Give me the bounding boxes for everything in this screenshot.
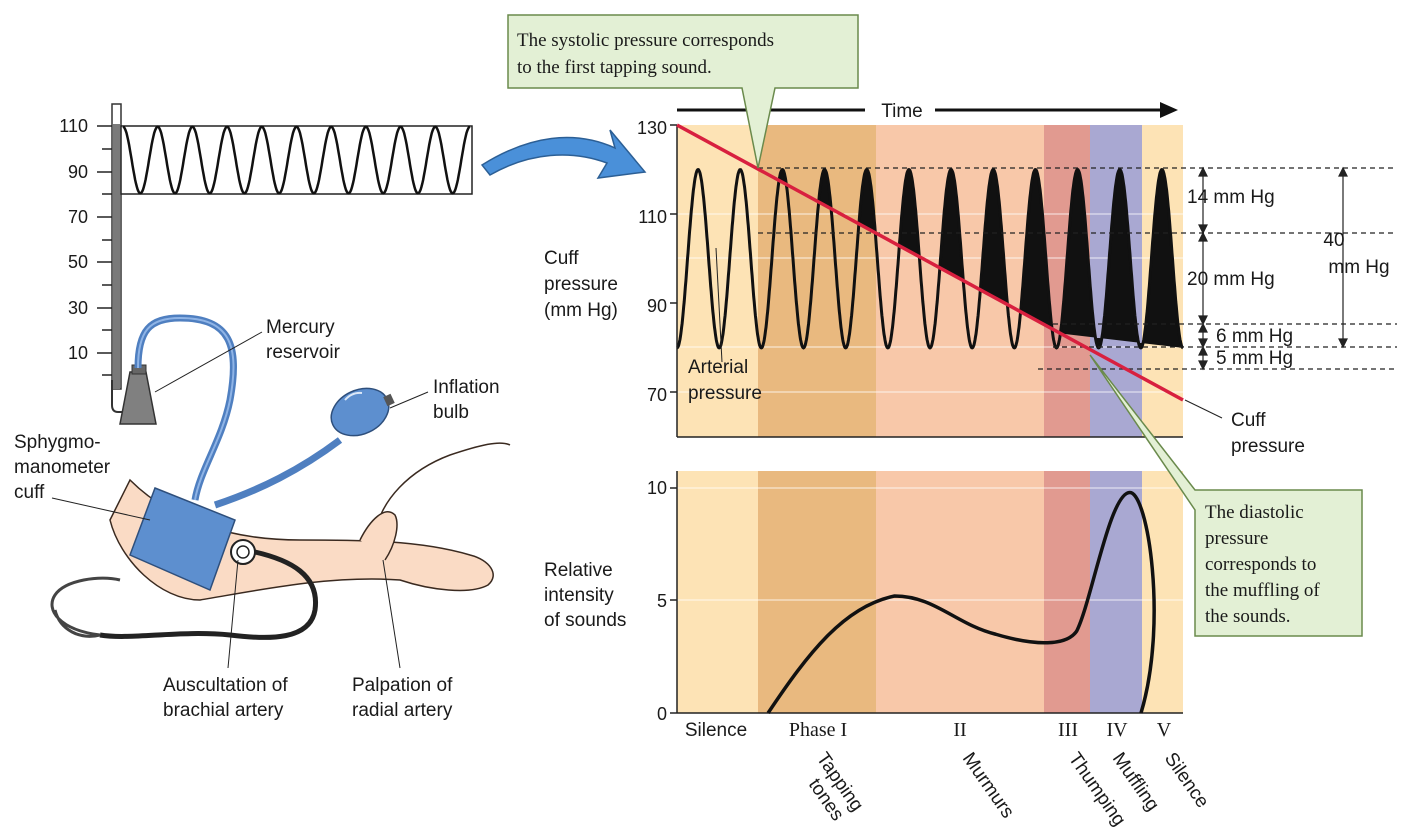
manometer-illustration: 110 90 70 50 30 10	[14, 103, 511, 721]
diastolic-callout-text: pressure	[1205, 528, 1268, 549]
arterial-pressure-wave	[676, 168, 1184, 350]
pressure-ylabel: Cuff	[544, 248, 579, 269]
intensity-ytick: 5	[657, 591, 667, 611]
diastolic-callout-text: the sounds.	[1205, 606, 1291, 627]
reference-lines	[758, 167, 1397, 370]
total-interval-label: mm Hg	[1328, 257, 1389, 278]
pressure-ylabel: (mm Hg)	[544, 300, 618, 321]
intensity-ylabel: of sounds	[544, 610, 626, 631]
label-inflation-bulb: Inflation	[433, 377, 500, 398]
cuff-pressure-label: Cuff	[1231, 410, 1266, 431]
intensity-ytick: 10	[647, 478, 667, 498]
phase-band	[876, 471, 1044, 713]
phase-band	[1044, 471, 1090, 713]
arterial-pressure-label: pressure	[688, 383, 762, 404]
intensity-ytick: 0	[657, 704, 667, 724]
phase-band	[677, 471, 758, 713]
manometer-tick: 30	[68, 298, 88, 318]
sound-label: Murmurs	[958, 749, 1018, 822]
sound-label: Silence	[1160, 749, 1213, 812]
pressure-ytick: 70	[647, 385, 667, 405]
label-auscultation: Auscultation of	[163, 675, 288, 696]
label-mercury-reservoir: reservoir	[266, 342, 341, 363]
stethoscope-icon	[50, 539, 319, 640]
intensity-ylabel: Relative	[544, 560, 613, 581]
label-inflation-bulb: bulb	[433, 402, 469, 423]
pressure-ylabel: pressure	[544, 274, 618, 295]
manometer-waveform	[122, 125, 471, 195]
interval-label: 6 mm Hg	[1216, 326, 1293, 347]
label-mercury-reservoir: Mercury	[266, 317, 335, 338]
manometer-tick: 10	[68, 343, 88, 363]
time-label: Time	[881, 101, 923, 122]
inflation-bulb-icon	[330, 387, 395, 437]
phase-label: Silence	[685, 720, 747, 741]
phase-label: Phase I	[789, 719, 847, 741]
phase-band	[876, 125, 1044, 437]
manometer-tick: 70	[68, 207, 88, 227]
phase-label: II	[953, 719, 966, 741]
diastolic-callout: The diastolic pressure corresponds to th…	[1089, 354, 1363, 637]
label-auscultation: brachial artery	[163, 700, 284, 721]
diastolic-callout-text: corresponds to	[1205, 554, 1316, 575]
phase-band	[758, 125, 876, 437]
phase-bands	[677, 125, 1183, 713]
phase-label: V	[1157, 719, 1172, 741]
pressure-ytick: 90	[647, 296, 667, 316]
pressure-ytick: 130	[637, 118, 667, 138]
label-cuff: cuff	[14, 482, 45, 503]
interval-label: 20 mm Hg	[1187, 269, 1275, 290]
interval-label: 14 mm Hg	[1187, 187, 1275, 208]
arterial-pressure-fill	[779, 169, 1183, 348]
cuff-pressure-line	[676, 123, 1184, 402]
curved-arrow-icon	[480, 129, 647, 179]
phase-label: III	[1058, 719, 1078, 741]
manometer-waveform-box	[120, 125, 473, 195]
systolic-callout-text: The systolic pressure corresponds	[517, 30, 774, 51]
total-interval-label: 40	[1323, 230, 1344, 251]
pressure-ytick: 110	[638, 207, 667, 227]
manometer-tick: 50	[68, 252, 88, 272]
cuff-icon	[129, 487, 236, 592]
label-cuff: Sphygmo-	[14, 432, 101, 453]
phase-band	[758, 471, 876, 713]
intensity-ylabel: intensity	[544, 585, 614, 606]
diastolic-callout-text: The diastolic	[1205, 502, 1304, 523]
label-cuff: manometer	[14, 457, 111, 478]
palpating-hand	[359, 511, 398, 561]
cuff-pressure-label: pressure	[1231, 436, 1305, 457]
label-palpation: radial artery	[352, 700, 453, 721]
systolic-callout-text: to the first tapping sound.	[517, 57, 712, 78]
arterial-pressure-label: Arterial	[688, 357, 748, 378]
interval-label: 5 mm Hg	[1216, 348, 1293, 369]
sound-intensity-curve	[766, 490, 1156, 714]
manometer-tick: 90	[68, 162, 88, 182]
manometer-tick: 110	[59, 116, 88, 136]
label-palpation: Palpation of	[352, 675, 453, 696]
interval-arrows	[1198, 166, 1348, 371]
diastolic-callout-text: the muffling of	[1205, 580, 1320, 601]
systolic-callout: The systolic pressure corresponds to the…	[507, 14, 859, 169]
mercury-reservoir-icon	[119, 371, 157, 425]
phase-label: IV	[1106, 719, 1128, 741]
